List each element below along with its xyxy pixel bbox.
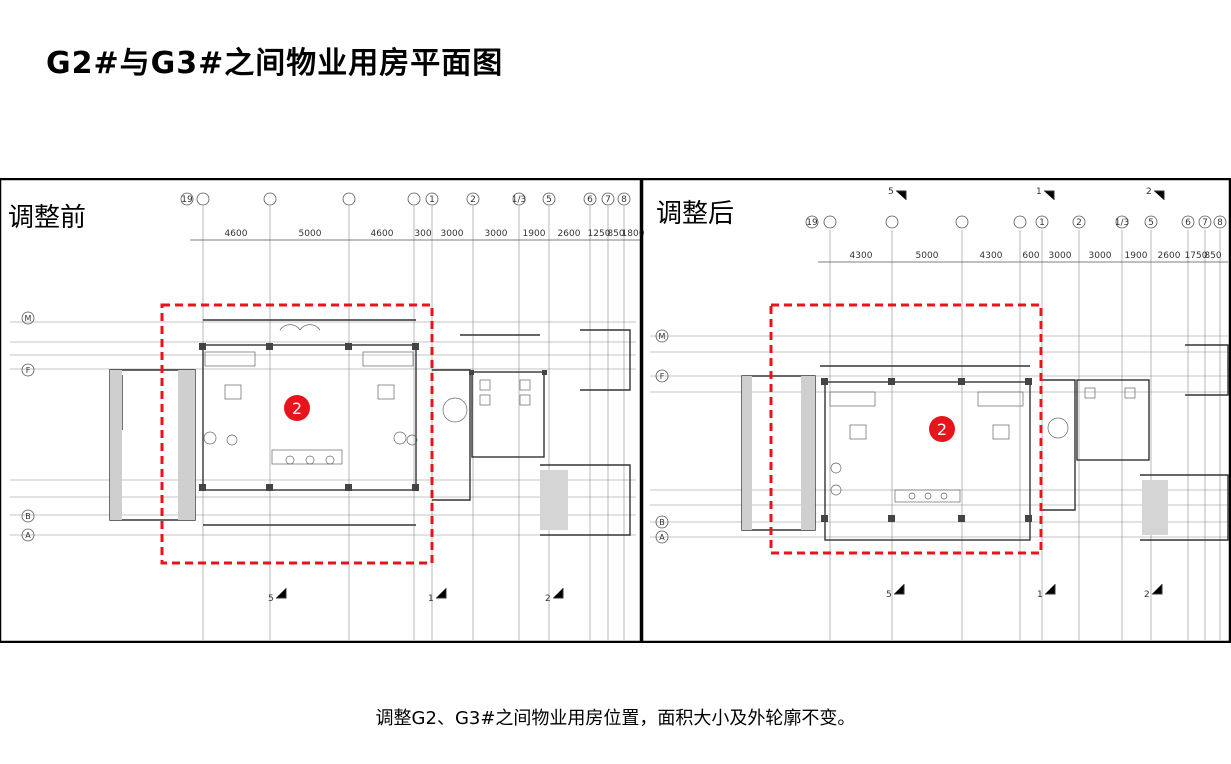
dim-before-7: 1900 <box>523 229 546 239</box>
axis-label-19-after: 19 <box>806 218 818 228</box>
panel-label-before: 调整前 <box>8 203 87 233</box>
highlight-box-before <box>160 303 434 565</box>
section-mark-1-before: 1 <box>428 594 434 604</box>
axis-label-5-after: 5 <box>1148 218 1154 228</box>
dim-before-5: 3000 <box>441 229 464 239</box>
dim-before-11: 1800 <box>622 229 645 239</box>
axis-label-m-after: M <box>659 332 666 341</box>
axis-label-2-after: 2 <box>1076 218 1082 228</box>
axis-label-1-before: 1 <box>429 195 435 205</box>
axis-label-a-after: A <box>659 533 665 542</box>
dim-after-4: 600 <box>1022 251 1039 261</box>
panel-border-before <box>0 178 643 643</box>
panel-label-after: 调整后 <box>656 199 735 229</box>
axis-label-3-before: 1/3 <box>512 195 526 205</box>
dim-after-9: 1750 <box>1185 251 1208 261</box>
section-mark-2-after: 2 <box>1144 590 1150 600</box>
dim-after-2: 5000 <box>916 251 939 261</box>
marker-badge-after <box>929 416 955 442</box>
panel-border-after <box>640 178 1231 643</box>
dim-before-6: 3000 <box>485 229 508 239</box>
section-mark-1-after: 1 <box>1037 590 1043 600</box>
axis-label-5-before: 5 <box>546 195 552 205</box>
axis-label-f-after: F <box>660 372 665 381</box>
dim-before-9: 1250 <box>588 229 611 239</box>
marker-number-before: 2 <box>292 399 302 418</box>
axis-label-8-after: 8 <box>1217 218 1223 228</box>
plan-drawing-frame: 19 1 2 1/3 5 6 7 8 4600 500 <box>0 178 1231 643</box>
axis-label-2-before: 2 <box>470 195 476 205</box>
dim-after-3: 4300 <box>980 251 1003 261</box>
dim-before-4: 300 <box>414 229 431 239</box>
section-mark-2-before: 2 <box>545 594 551 604</box>
axis-label-7-after: 7 <box>1202 218 1208 228</box>
marker-badge-before <box>284 395 310 421</box>
dim-after-1: 4300 <box>850 251 873 261</box>
grid-lines-before <box>10 206 636 640</box>
axis-label-7-before: 7 <box>605 195 611 205</box>
dim-after-10: 850 <box>1204 251 1221 261</box>
axis-label-m-before: M <box>25 314 32 323</box>
plan-after: 19 1 2 1/3 5 6 7 8 4300 5000 4300 600 <box>640 178 1231 643</box>
axis-label-b-after: B <box>659 518 665 527</box>
section-mark-1-after-top: 1 <box>1036 187 1042 197</box>
axis-label-b-before: B <box>25 512 31 521</box>
dim-before-8: 2600 <box>558 229 581 239</box>
dim-before-2: 5000 <box>299 229 322 239</box>
dim-before-1: 4600 <box>225 229 248 239</box>
axis-label-1-after: 1 <box>1039 218 1045 228</box>
page-title: G2#与G3#之间物业用房平面图 <box>46 46 504 81</box>
plan-before: 19 1 2 1/3 5 6 7 8 4600 500 <box>0 178 645 643</box>
dim-before-3: 4600 <box>371 229 394 239</box>
axis-bubbles-before <box>180 192 631 206</box>
axis-label-8-before: 8 <box>621 195 627 205</box>
section-mark-5-after-top: 5 <box>888 187 894 197</box>
dim-after-8: 2600 <box>1158 251 1181 261</box>
section-mark-5-before: 5 <box>268 594 274 604</box>
dim-after-6: 3000 <box>1089 251 1112 261</box>
caption: 调整G2、G3#之间物业用房位置，面积大小及外轮廓不变。 <box>375 708 856 729</box>
axis-label-6-before: 6 <box>587 195 593 205</box>
axis-label-3-after: 1/3 <box>1115 218 1129 228</box>
axis-label-6-after: 6 <box>1185 218 1191 228</box>
section-mark-5-after: 5 <box>886 590 892 600</box>
dim-after-5: 3000 <box>1049 251 1072 261</box>
axis-label-a-before: A <box>25 531 31 540</box>
section-mark-2-after-top: 2 <box>1146 187 1152 197</box>
dim-before-10: 850 <box>607 229 624 239</box>
dim-after-7: 1900 <box>1125 251 1148 261</box>
axis-label-19-before: 19 <box>181 195 193 205</box>
highlight-box-after <box>769 303 1043 555</box>
marker-number-after: 2 <box>937 420 947 439</box>
axis-label-f-before: F <box>26 366 31 375</box>
